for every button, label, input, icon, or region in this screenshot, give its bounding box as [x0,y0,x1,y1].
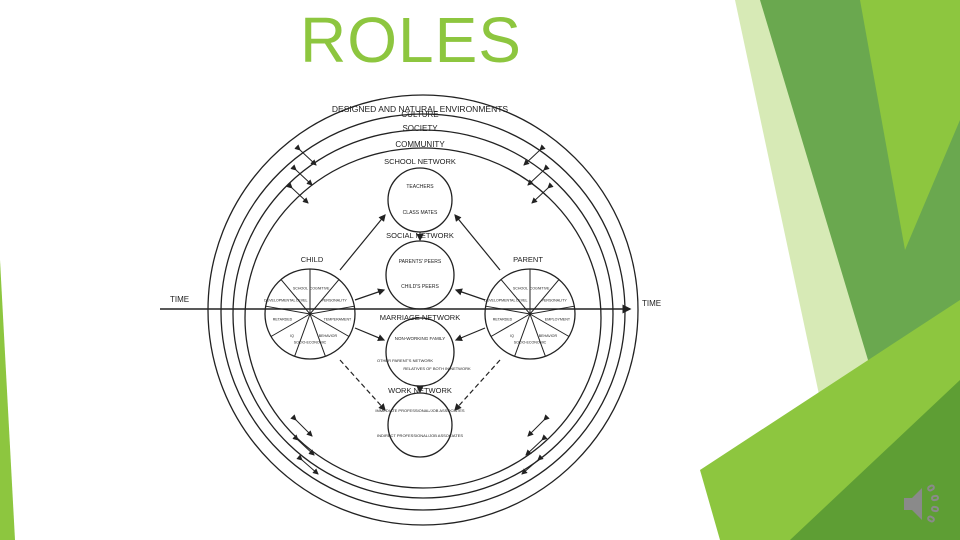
school-item-1: TEACHERS [406,184,434,190]
child-segment-label: COGNITIVE [310,286,330,290]
ring-arrow-tr3 [531,182,554,204]
child-segment-label: TEMPERAMENT [324,317,352,321]
child-segment-label: SOCIO-ECONOMIC [294,340,327,344]
work-item-2: INDIRECT PROFESSIONAL/JOB ASSOCIATES [377,433,463,438]
speaker-icon[interactable] [898,480,946,528]
child-segment-label: SCHOOL [293,286,308,290]
child-spoke [309,313,350,337]
child-segments: COGNITIVE PERSONALITY TEMPERAMENT BEHAVIOR S… [264,269,355,357]
parent-segment-label: SOCIO-ECONOMIC [514,340,547,344]
work-item-1: IMMEDIATE PROFESSIONAL/JOB ASSOCIATES [375,408,465,413]
ring-arrow-tl3 [286,182,309,204]
ring-arrow-br1 [527,414,550,437]
ring-label-environment: DESIGNED AND NATURAL ENVIRONMENTS [332,104,508,114]
ring-label-community: COMMUNITY [395,140,445,149]
child-spoke [309,313,326,357]
parent-spoke [490,313,531,337]
arrow-child-social [354,288,386,301]
school-network-label: SCHOOL NETWORK [384,157,456,166]
parent-spoke [485,305,531,315]
ring-arrow-tr2 [527,164,550,186]
parent-label: PARENT [513,255,543,264]
ring-culture [220,113,626,511]
child-spoke [270,313,311,337]
arrow-parent-marriage [454,327,486,342]
ring-environment [207,94,639,526]
parent-spoke [500,279,531,315]
parent-segment-label: PERSONALITY [542,299,568,303]
marriage-item-3: RELATIVES OF BOTH IN NETWORK [403,366,471,371]
ring-label-society: SOCIETY [402,124,438,133]
marriage-item-2: OTHER PARENT'S NETWORK [377,358,433,363]
parent-segment-label: RETARDED [493,317,513,321]
parent-segment-label: BEHAVIOR [539,334,558,338]
marriage-network-label: MARRIAGE NETWORK [380,313,460,322]
slide-title: ROLES [300,4,522,76]
child-spoke [280,279,311,315]
ring-arrow-bl3 [296,454,319,475]
ring-arrow-tl1 [294,144,317,166]
social-item-2: CHILD'S PEERS [401,284,439,290]
arrow-parent-school [454,214,501,271]
ring-arrow-bl1 [290,414,313,437]
ring-community [244,147,602,489]
parent-segment-label: IQ [510,334,514,338]
ring-arrow-bl2 [292,434,315,456]
parent-segment-label: COGNITIVE [530,286,550,290]
parent-spoke [529,313,570,337]
ring-arrow-br2 [525,434,548,456]
arrow-child-school [339,214,386,271]
parent-segments: COGNITIVE PERSONALITY EMPLOYMENT BEHAVIOR SO… [484,269,575,357]
child-segment-label: DEVELOPMENTAL LEVEL [264,299,307,303]
child-segment-label: IQ [290,334,294,338]
parent-segment-label: DEVELOPMENTAL LEVEL [484,299,527,303]
parent-segment-label: SCHOOL [513,286,528,290]
child-spoke [309,279,340,315]
parent-segment-label: EMPLOYMENT [545,317,571,321]
school-item-2: CLASS MATES [403,210,438,216]
parent-spoke [529,279,560,315]
child-spoke [294,313,311,357]
time-label-left: TIME [170,295,189,304]
parent-spoke [529,313,546,357]
school-network-circle [387,167,453,233]
time-label-right: TIME [642,299,661,308]
arrow-parent-work [454,359,501,411]
child-spoke [265,305,311,315]
social-item-1: PARENTS' PEERS [399,259,442,265]
child-segment-label: BEHAVIOR [319,334,338,338]
ring-society [232,129,614,499]
marriage-item-1: NON-WORKING FAMILY [395,336,445,341]
ring-arrow-tr1 [523,144,546,166]
ring-arrow-tl2 [290,164,313,186]
child-segment-label: RETARDED [273,317,293,321]
arrow-child-marriage [354,327,386,342]
parent-spoke [529,305,575,315]
ring-label-culture: CULTURE [401,110,438,119]
ring-arrow-br3 [521,454,544,475]
parent-spoke [514,313,531,357]
arrow-parent-social [454,288,486,301]
arrow-child-work [339,359,386,411]
work-network-circle [387,392,453,458]
child-segment-label: PERSONALITY [322,299,348,303]
child-spoke [309,305,355,315]
social-network-circle [385,240,455,310]
marriage-network-circle [385,317,455,387]
child-label: CHILD [301,255,324,264]
